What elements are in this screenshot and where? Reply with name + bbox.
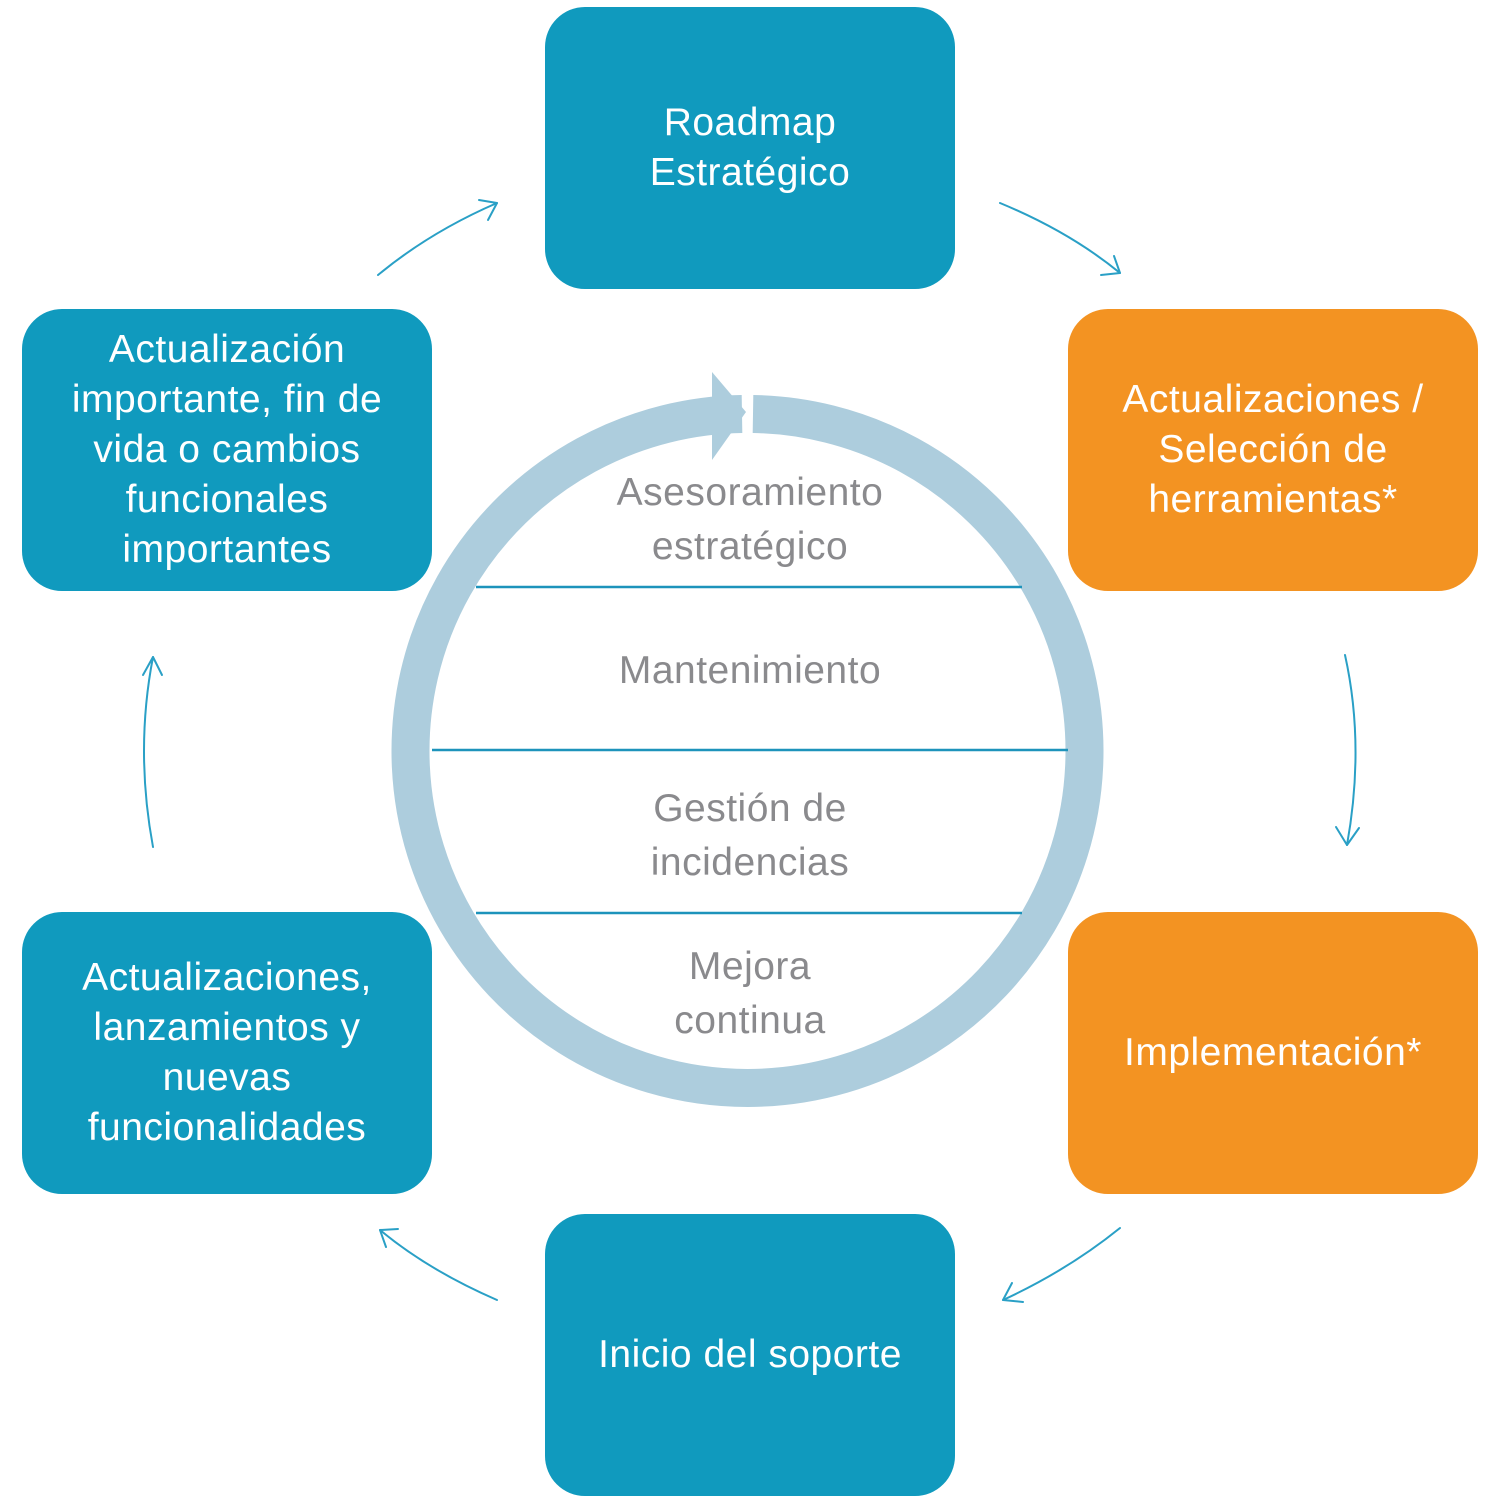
ring-arrowhead bbox=[712, 372, 746, 460]
center-section-strategic-advice: Asesoramiento estratégico bbox=[616, 471, 884, 568]
center-section-maintenance: Mantenimiento bbox=[618, 649, 882, 692]
center-section-incident-management: Gestión de incidencias bbox=[650, 787, 850, 884]
step-releases-box: Actualizaciones, lanzamientos y nuevas f… bbox=[22, 912, 432, 1194]
center-section-continuous-improvement: Mejora continua bbox=[674, 945, 826, 1042]
step-tool-selection-box: Actualizaciones / Selección de herramien… bbox=[1068, 309, 1478, 591]
central-ring bbox=[391, 395, 1104, 1107]
step-end-of-life-label: Actualización importante, fin de vida o … bbox=[71, 328, 383, 571]
connector-arrow-6 bbox=[377, 202, 498, 276]
step-releases-label: Actualizaciones, lanzamientos y nuevas f… bbox=[82, 956, 372, 1149]
connector-arrowhead-1 bbox=[1100, 255, 1121, 276]
connector-arrowhead-3 bbox=[1002, 1282, 1024, 1303]
step-support-start-box: Inicio del soporte bbox=[545, 1214, 955, 1496]
connector-arrowhead-6 bbox=[478, 199, 498, 221]
step-implementation-box: Implementación* bbox=[1068, 912, 1478, 1194]
connector-arrow-3 bbox=[1002, 1227, 1121, 1301]
step-implementation-label: Implementación* bbox=[1124, 1031, 1422, 1074]
step-roadmap-box: Roadmap Estratégico bbox=[545, 7, 955, 289]
connector-arrowhead-2 bbox=[1335, 826, 1360, 846]
connector-arrowhead-4 bbox=[379, 1228, 399, 1248]
connector-arrow-1 bbox=[999, 202, 1121, 274]
connector-arrow-5 bbox=[143, 656, 154, 848]
step-tool-selection-label: Actualizaciones / Selección de herramien… bbox=[1122, 378, 1424, 521]
connector-arrow-4 bbox=[379, 1229, 498, 1301]
step-end-of-life-box: Actualización importante, fin de vida o … bbox=[22, 309, 432, 591]
connector-arrowhead-5 bbox=[142, 656, 163, 676]
step-roadmap-label: Roadmap Estratégico bbox=[649, 101, 851, 194]
connector-arrow-2 bbox=[1344, 654, 1357, 846]
step-support-start-label: Inicio del soporte bbox=[598, 1333, 902, 1376]
